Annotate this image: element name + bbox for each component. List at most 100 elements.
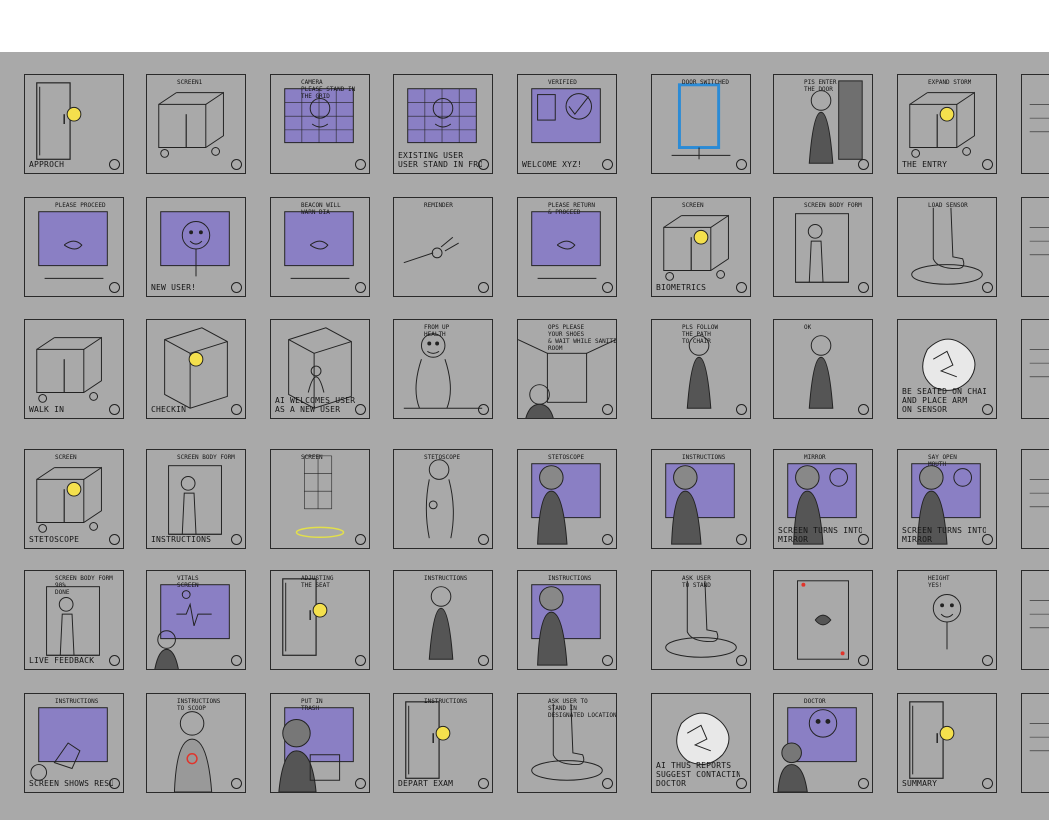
panel-number-badge [602, 778, 613, 789]
storyboard-panel [1021, 74, 1049, 174]
panel-number-badge [982, 778, 993, 789]
edge-sketch [1029, 104, 1049, 133]
panel-caption: STETOSCOPE [29, 535, 80, 544]
panel-number-badge [231, 534, 242, 545]
panel-annotation: EXPAND STORM [928, 79, 972, 86]
booth-sketch [36, 466, 102, 533]
door-sketch [909, 701, 955, 779]
panel-annotation: OPS PLEASE YOUR SHOES & WAIT WHILE SANIT… [548, 324, 616, 352]
edge-sketch [1029, 227, 1049, 256]
panel-annotation: REMINDER [424, 202, 453, 209]
panel-annotation: PIS ENTER THE DOOR [804, 79, 837, 93]
panel-number-badge [736, 778, 747, 789]
storyboard-panel [1021, 570, 1049, 670]
new-face-sketch [160, 211, 230, 277]
body-scan-sketch [795, 213, 849, 283]
figure-room-sketch [428, 586, 454, 660]
storyboard-panel: DOCTOR [773, 693, 873, 793]
panel-annotation: INSTRUCTIONS [424, 698, 468, 705]
panel-caption: SCREEN SHOWS RESULT [29, 779, 113, 788]
storyboard-panel: NEW USER! [146, 197, 246, 297]
figure-box-sketch [278, 707, 354, 792]
scale-sketch [797, 580, 849, 660]
panel-number-badge [982, 534, 993, 545]
body-scan-sketch [46, 586, 100, 656]
watch-sketch [403, 236, 459, 264]
panel-number-badge [478, 404, 489, 415]
panel-number-badge [355, 404, 366, 415]
panel-number-badge [109, 778, 120, 789]
panel-number-badge [355, 655, 366, 666]
storyboard-panel: PLEASE RETURN & PROCEED [517, 197, 617, 297]
panel-annotation: SAY OPEN MOUTH [928, 454, 957, 468]
panel-number-badge [478, 778, 489, 789]
storyboard-panel: SUMMARY [897, 693, 997, 793]
edge-sketch [1029, 349, 1049, 378]
panel-number-badge [602, 282, 613, 293]
figure-talk-sketch [808, 335, 834, 409]
hand-screen-sketch [30, 707, 108, 781]
edge-sketch [1029, 600, 1049, 629]
panel-caption: AI WELCOMES USER AS A NEW USER [275, 396, 356, 414]
panel-annotation: VERIFIED [548, 79, 577, 86]
panel-number-badge [231, 404, 242, 415]
panel-annotation: BEACON WILL WARN DIA [301, 202, 341, 216]
panel-annotation: PLS FOLLOW THE PATH TO CHAIR [682, 324, 719, 345]
storyboard-panel: BE SEATED ON CHAIR AND PLACE ARM ON SENS… [897, 319, 997, 419]
panel-number-badge [602, 655, 613, 666]
storyboard-panel [1021, 197, 1049, 297]
panel-annotation: ASK USER TO STAND [682, 575, 711, 589]
storyboard-panel: INSTRUCTIONS [393, 570, 493, 670]
storyboard-panel: FROM UP HEALTH [393, 319, 493, 419]
panel-annotation: MIRROR [804, 454, 826, 461]
storyboard-panel: INSTRUCTIONS [651, 449, 751, 549]
panel-caption: AI THUS REPORTS SUGGEST CONTACTING DOCTO… [656, 761, 740, 788]
panel-number-badge [231, 159, 242, 170]
panel-annotation: INSTRUCTIONS [424, 575, 468, 582]
foot-scan-sketch [531, 703, 603, 781]
panel-annotation: INSTRUCTIONS [55, 698, 99, 705]
figure-chair-sketch [686, 335, 712, 409]
panel-number-badge [858, 655, 869, 666]
screen-sketch [531, 211, 601, 279]
foot-scan-sketch [911, 207, 983, 285]
vitals-sketch [154, 584, 230, 669]
storyboard-panel: PLEASE PROCEED [24, 197, 124, 297]
storyboard-panel: SCREEN BODY FORM [773, 197, 873, 297]
panel-number-badge [858, 404, 869, 415]
panel-caption: LIVE FEEDBACK [29, 656, 95, 665]
stetoscope-sketch [425, 459, 454, 539]
storyboard-panel: WALK IN [24, 319, 124, 419]
figure-screen-sketch [665, 463, 735, 545]
panel-annotation: SCREEN [301, 454, 323, 461]
panel-caption: SUMMARY [902, 779, 938, 788]
storyboard-panel: CAMERA PLEASE STAND IN THE GRID [270, 74, 370, 174]
scribble-sketch [922, 338, 976, 391]
door-sketch [36, 82, 82, 160]
storyboard-panel: PLS FOLLOW THE PATH TO CHAIR [651, 319, 751, 419]
panel-caption: SCREEN TURNS INTO MIRROR [902, 526, 986, 544]
screen-sketch [284, 211, 354, 279]
doctor-sketch [777, 707, 857, 792]
panel-annotation: CAMERA PLEASE STAND IN THE GRID [301, 79, 356, 100]
door-sketch [282, 578, 328, 656]
storyboard-panel: PUT IN TRASH [270, 693, 370, 793]
panel-annotation: INSTRUCTIONS [548, 575, 592, 582]
panel-number-badge [858, 778, 869, 789]
panel-annotation: OK [804, 324, 812, 331]
panel-number-badge [478, 534, 489, 545]
room-sketch [518, 339, 616, 418]
panel-annotation: VITALS SCREEN [177, 575, 199, 589]
storyboard-panel: INSTRUCTIONS SCREEN SHOWS RESULT [24, 693, 124, 793]
panel-number-badge [736, 534, 747, 545]
panel-number-badge [109, 159, 120, 170]
panel-number-badge [736, 282, 747, 293]
storyboard-panel: EXISTING USER USER STAND IN FRONT [393, 74, 493, 174]
panel-number-badge [109, 534, 120, 545]
figure-screen-sketch [531, 463, 601, 545]
storyboard-panel: APPROCH [24, 74, 124, 174]
storyboard-panel: ASK USER TO STAND IN DESIGNATED LOCATION [517, 693, 617, 793]
